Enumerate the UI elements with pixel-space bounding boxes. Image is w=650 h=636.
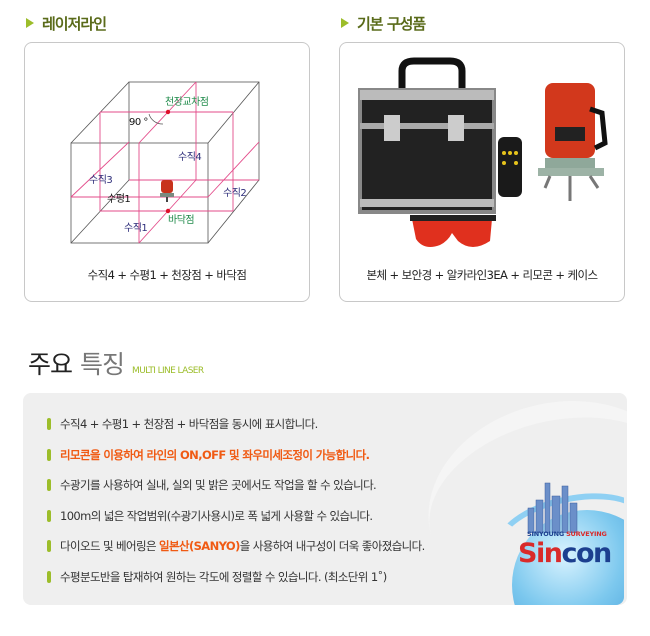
green-bar-bullet-icon [47, 540, 51, 552]
section-title-laser-line: 레이저라인 [26, 12, 107, 34]
section-title-text: 레이저라인 [42, 14, 107, 33]
section-title-text: 기본 구성품 [357, 14, 426, 33]
logo-brand: Sincon [518, 538, 612, 569]
label-vertical3: 수직3 [89, 175, 113, 186]
feature-item: 다이오드 및 베어링은 일본산(SANYO)을 사용하여 내구성이 더욱 좋아졌… [47, 538, 425, 569]
laser-line-caption: 수직4 + 수평1 + 천장점 + 바닥점 [87, 268, 247, 282]
label-horizontal1: 수평1 [107, 194, 131, 205]
green-bar-bullet-icon [47, 570, 51, 583]
feature-text: 100m의 넓은 작업범위(수광기사용시)로 폭 넓게 사용할 수 있습니다. [60, 508, 373, 523]
triangle-bullet-icon [341, 18, 349, 28]
brand-part-b: con [561, 538, 612, 569]
feature-text-pre: 다이오드 및 베어링은 [60, 539, 159, 553]
basic-components-box: 본체 + 보안경 + 알카라인3EA + 리모콘 + 케이스 [339, 42, 625, 302]
green-bar-bullet-icon [47, 448, 51, 461]
feature-text-post: 을 사용하여 내구성이 더욱 좋아졌습니다. [239, 539, 426, 553]
tagline-part-a: SINYOUNG [527, 530, 567, 538]
cube-diagram-icon [70, 81, 260, 244]
section-title-basic-components: 기본 구성품 [341, 12, 426, 34]
logo-tagline: SINYOUNG SURVEYING [527, 530, 607, 538]
green-bar-bullet-icon [47, 479, 51, 491]
feature-item: 리모콘을 이용하여 라인의 ON,OFF 및 좌우미세조정이 가능합니다. [47, 447, 425, 478]
label-vertical4: 수직4 [178, 152, 202, 163]
laser-line-box: 천장교차점 90 ° 수직4 수직3 수평1 수직2 수직1 바닥점 수직4 +… [24, 42, 310, 302]
features-title: 주요 특징 MULTI LINE LASER [28, 345, 204, 381]
product-components-image [358, 57, 608, 247]
features-title-sub: 특징 [80, 350, 125, 379]
city-skyline-icon [527, 482, 578, 533]
green-bar-bullet-icon [47, 509, 51, 522]
feature-text-highlighted: 리모콘을 이용하여 라인의 ON,OFF 및 좌우미세조정이 가능합니다. [60, 447, 370, 462]
tagline-part-b: SURVEYING [566, 530, 607, 538]
sincon-logo: SINYOUNG SURVEYING Sincon [502, 470, 624, 605]
label-vertical1: 수직1 [124, 223, 148, 234]
feature-text: 수직4 + 수평1 + 천장점 + 바닥점을 동시에 표시합니다. [60, 417, 318, 431]
feature-text-highlight: 일본산(SANYO) [159, 539, 240, 553]
label-vertical2: 수직2 [223, 188, 247, 199]
feature-text: 수광기를 사용하여 실내, 실외 및 밝은 곳에서도 작업을 할 수 있습니다. [60, 478, 377, 492]
feature-text: 수평분도반을 탑재하여 원하는 각도에 정렬할 수 있습니다. (최소단위 1˚… [60, 569, 387, 584]
feature-item: 수직4 + 수평1 + 천장점 + 바닥점을 동시에 표시합니다. [47, 416, 425, 447]
feature-item: 수광기를 사용하여 실내, 실외 및 밝은 곳에서도 작업을 할 수 있습니다. [47, 477, 425, 508]
green-bar-bullet-icon [47, 418, 51, 430]
label-ceiling-cross: 천장교차점 [165, 97, 209, 108]
label-floor-point: 바닥점 [168, 215, 195, 226]
laser-line-diagram: 천장교차점 90 ° 수직4 수직3 수평1 수직2 수직1 바닥점 [61, 80, 261, 250]
label-angle: 90 ° [129, 117, 148, 128]
basic-components-caption: 본체 + 보안경 + 알카라인3EA + 리모콘 + 케이스 [366, 268, 599, 282]
brand-part-a: Sin [518, 538, 563, 569]
feature-item: 100m의 넓은 작업범위(수광기사용시)로 폭 넓게 사용할 수 있습니다. [47, 508, 425, 539]
feature-item: 수평분도반을 탑재하여 원하는 각도에 정렬할 수 있습니다. (최소단위 1˚… [47, 569, 425, 600]
feature-text: 다이오드 및 베어링은 일본산(SANYO)을 사용하여 내구성이 더욱 좋아졌… [60, 538, 425, 554]
features-list: 수직4 + 수평1 + 천장점 + 바닥점을 동시에 표시합니다. 리모콘을 이… [47, 416, 425, 599]
triangle-bullet-icon [26, 18, 34, 28]
features-title-en: MULTI LINE LASER [132, 366, 204, 376]
features-title-main: 주요 [28, 350, 73, 379]
